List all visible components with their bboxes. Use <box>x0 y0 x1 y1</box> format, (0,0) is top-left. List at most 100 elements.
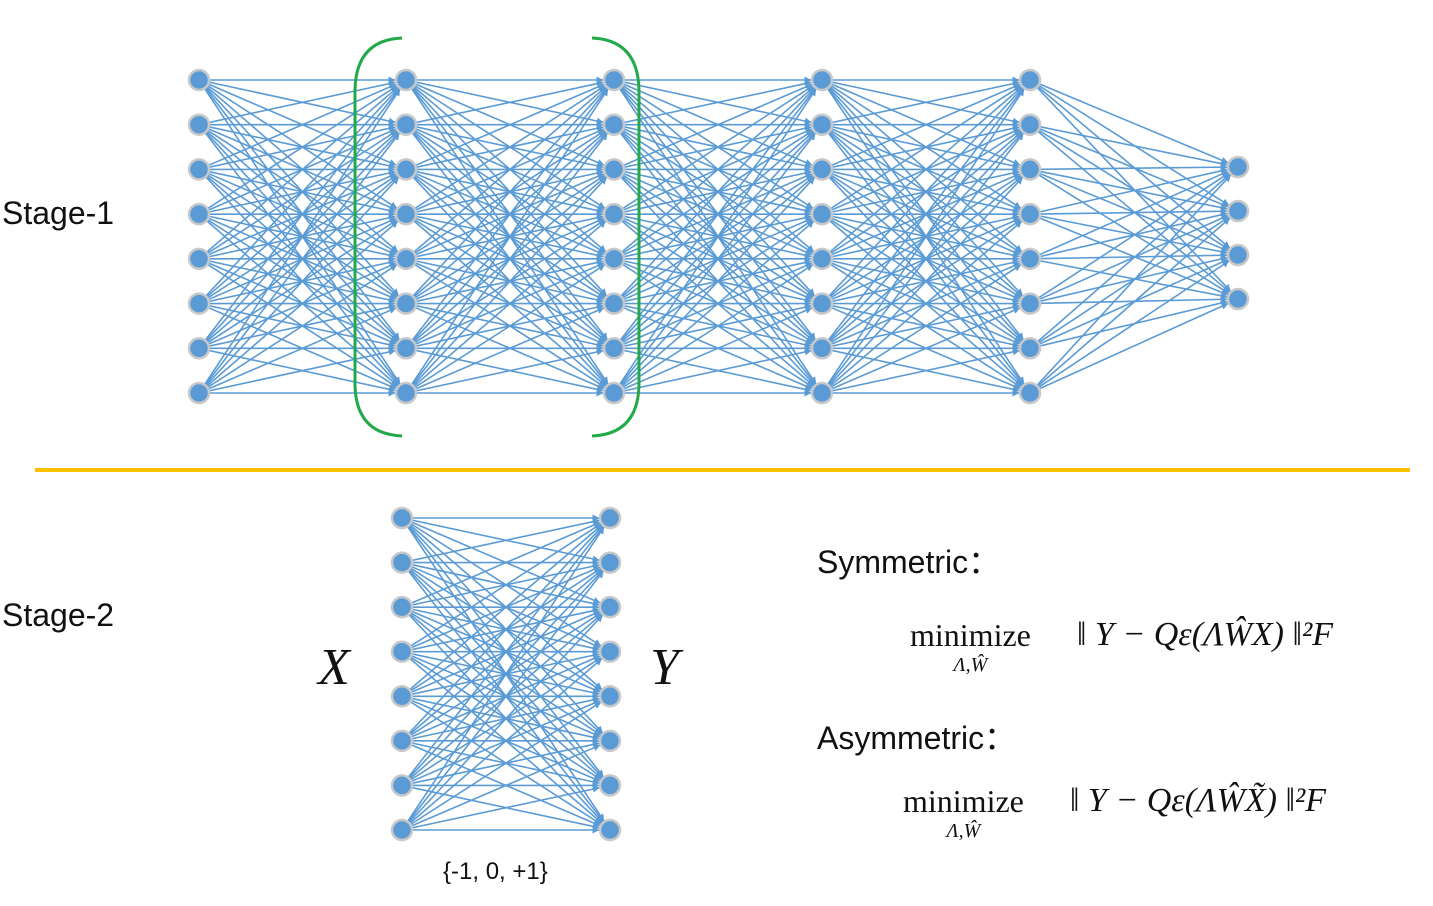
stage1-edge <box>198 123 397 211</box>
stage1-edge <box>198 262 397 350</box>
stage1-node <box>810 381 834 405</box>
stage1-edge <box>821 258 1022 388</box>
stage1-edge <box>821 303 1020 350</box>
stage2-edge <box>401 695 600 741</box>
input-x-label: X <box>318 639 350 696</box>
stage1-node <box>602 158 626 181</box>
stage2-edge <box>401 612 602 742</box>
stage2-edge <box>401 656 602 787</box>
stage2-edge <box>401 655 601 742</box>
symmetric-expression: ‖ Y − Qε(ΛŴX) ‖²F <box>1076 616 1333 653</box>
stage1-edge <box>198 220 399 394</box>
stage1-edge <box>1029 295 1228 305</box>
stage1-node <box>1018 68 1042 92</box>
stage1-edge <box>821 213 1021 300</box>
stage1-edge <box>821 174 1022 305</box>
stage1-edge <box>821 123 1021 211</box>
stage1-edge <box>613 302 812 349</box>
stage1-node <box>602 292 626 315</box>
stage1-edge <box>405 217 605 305</box>
stage2-edge <box>401 525 604 742</box>
stage2-edge <box>401 785 600 831</box>
stage1-edge <box>198 83 397 171</box>
stage2-node <box>390 685 414 708</box>
stage1-node <box>810 68 834 92</box>
stage1-edge <box>405 132 608 349</box>
stage1-node <box>602 247 626 271</box>
stage2-edge <box>401 569 603 742</box>
stage1-edge <box>613 123 812 170</box>
stage2-node <box>598 685 622 708</box>
stage1-edge <box>613 168 813 256</box>
stage1-edge <box>198 259 396 305</box>
stage2-node <box>598 640 622 663</box>
stage1-edge <box>405 80 604 126</box>
stage1-edge <box>613 302 813 390</box>
stage2-node <box>598 506 622 530</box>
stage1-edge <box>613 347 812 393</box>
stage1-edge <box>821 348 1020 394</box>
stage2-edge <box>401 614 604 831</box>
stage2-edge <box>401 607 600 653</box>
stage2-edge <box>401 517 600 563</box>
stage1-edge <box>613 219 814 349</box>
stage1-edge <box>405 173 605 260</box>
stage1-edge <box>405 79 608 341</box>
stage1-edge <box>1029 170 1229 260</box>
stage1-edge <box>198 132 400 394</box>
stage1-edge <box>613 213 812 259</box>
stage1-node <box>187 337 211 360</box>
stage2-edge <box>401 518 600 564</box>
stage1-edge <box>1029 211 1228 260</box>
stage1-node <box>394 247 418 271</box>
stage1-edge <box>1029 258 1228 300</box>
stage1-edge <box>613 79 813 166</box>
stage1-edge <box>405 79 605 166</box>
stage1-edge <box>405 213 604 259</box>
stage1-edge <box>198 174 398 305</box>
stage2-node <box>390 551 414 574</box>
stage1-node <box>394 68 418 92</box>
connection-edges <box>198 76 1232 834</box>
stage1-edge <box>821 124 1020 171</box>
stage1-node <box>394 381 418 405</box>
stage1-edge <box>198 348 396 394</box>
stage1-edge <box>613 131 815 305</box>
stage1-edge <box>821 132 1024 349</box>
stage1-edge <box>198 79 396 125</box>
stage1-node <box>187 158 211 181</box>
stage1-edge <box>613 80 812 126</box>
stage1-edge <box>405 79 609 385</box>
stage1-node <box>602 68 626 92</box>
stage1-edge <box>1029 124 1230 250</box>
stage1-edge <box>198 130 398 260</box>
stage1-edge <box>405 88 608 349</box>
stage1-node <box>810 247 834 271</box>
stage1-node <box>810 292 834 315</box>
stage1-node <box>187 292 211 315</box>
stage1-edge <box>821 262 1021 350</box>
stage1-edge <box>821 217 1021 305</box>
stage1-edge <box>405 124 608 385</box>
stage1-node <box>187 247 211 271</box>
stage1-edge <box>198 264 398 394</box>
stage1-edge <box>821 347 1020 393</box>
stage1-edge <box>198 213 396 259</box>
stage1-node <box>1018 292 1042 315</box>
stage1-edge <box>821 219 1022 349</box>
asymmetric-heading: Asymmetric： <box>817 720 1017 756</box>
stage1-edge <box>405 258 605 345</box>
stage1-edge <box>198 86 399 260</box>
stage1-edge <box>405 87 608 305</box>
output-y-label: Y <box>650 639 679 696</box>
stage2-edge <box>401 613 603 787</box>
asymmetric-operator-text: minimize <box>903 783 1024 819</box>
stage1-edge <box>1029 251 1228 260</box>
weight-values-label: {-1, 0, +1} <box>443 858 548 885</box>
stage2-node <box>390 595 414 619</box>
stage2-node <box>598 774 622 797</box>
stage1-edge <box>405 219 606 349</box>
stage1-edge <box>613 307 813 394</box>
stage2-edge <box>401 740 601 827</box>
stage1-node <box>1018 113 1042 136</box>
